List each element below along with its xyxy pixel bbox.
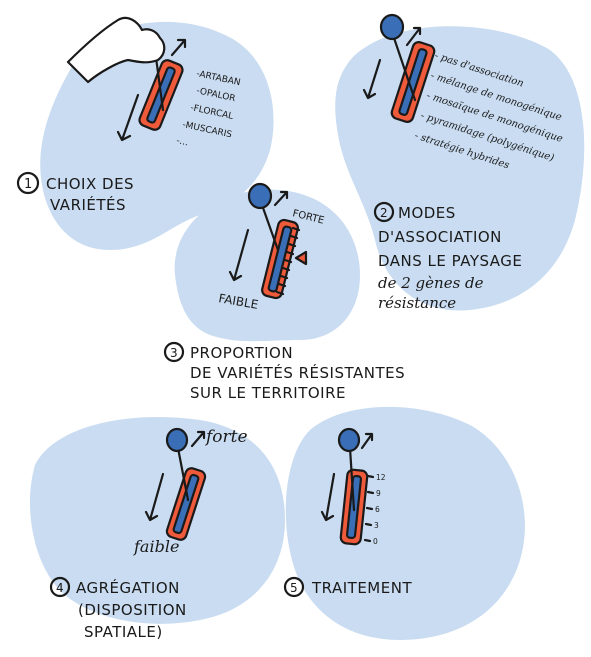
panel2-title-line5: résistance [378,294,456,312]
panel2-number: 2 [380,206,388,220]
panel5-scale-9: 9 [376,489,381,498]
panel1-number: 1 [24,177,32,192]
panel1-title-line1: CHOIX DES [46,175,134,193]
panel2-title-line2: D'ASSOCIATION [378,228,502,246]
panel2-title-line3: DANS LE PAYSAGE [378,252,522,270]
panel2-title-line4: de 2 gènes de [378,274,484,292]
panel3-title-line2: DE VARIÉTÉS RÉSISTANTES [190,363,405,382]
panel3-knob [249,184,271,208]
panel5-scale-6: 6 [375,505,380,514]
panel5-scale-3: 3 [374,521,379,530]
panel3-number: 3 [170,346,178,360]
panel2-title-line1: MODES [398,204,456,222]
panel4-title-line1: AGRÉGATION [76,578,180,597]
panel3-title-line1: PROPORTION [190,344,293,362]
panel4-low-label: faible [133,537,179,556]
panel5-scale-0: 0 [373,537,378,546]
panel2-knob [381,15,403,39]
panel5-title-text: TRAITEMENT [311,579,412,597]
panel3-title: 3 PROPORTION DE VARIÉTÉS RÉSISTANTES SUR… [165,343,405,402]
panel4-title-line3: SPATIALE) [84,623,163,641]
panel4-high-label: forte [204,427,248,447]
panel5-number: 5 [290,581,298,595]
panel4-number: 4 [56,581,64,595]
panel3-title-line3: SUR LE TERRITOIRE [190,384,346,402]
panel1-title-line2: VARIÉTÉS [50,195,126,214]
panel4-knob [167,429,187,451]
panel5-knob [339,429,359,451]
panel5-blob [286,407,525,640]
panel4-title-line2: (DISPOSITION [78,601,187,619]
panel5-scale-12: 12 [376,473,386,482]
